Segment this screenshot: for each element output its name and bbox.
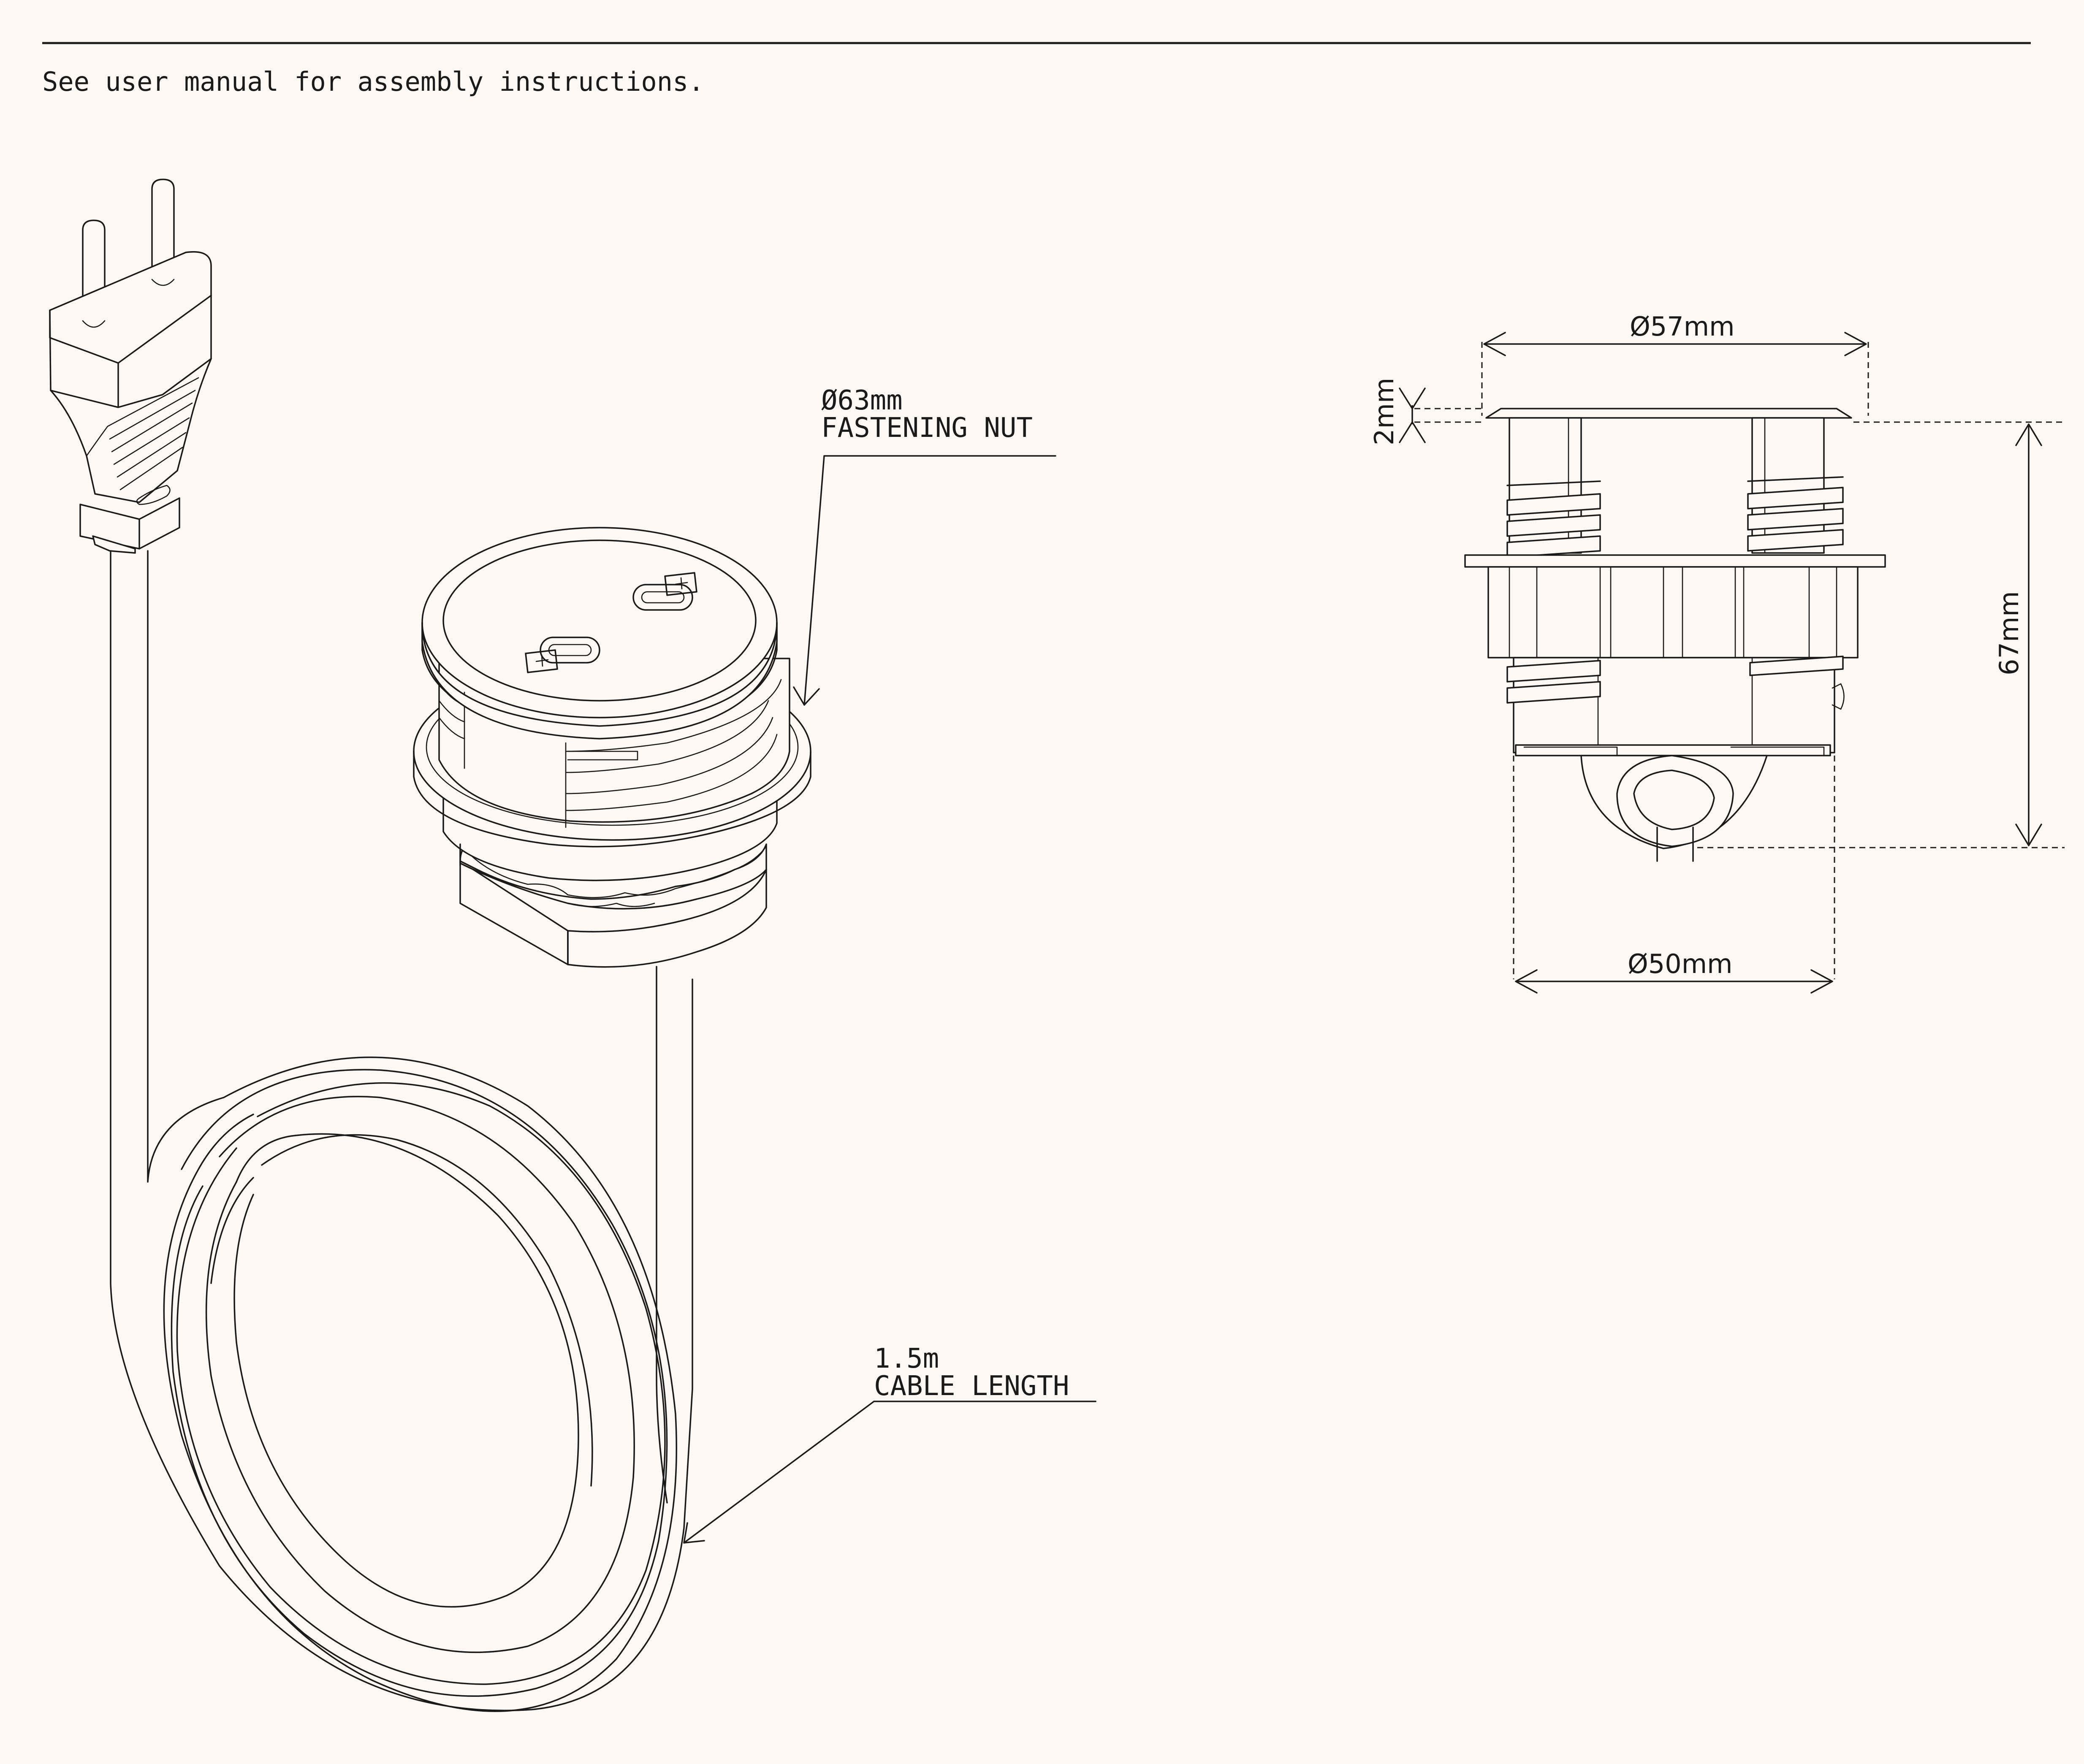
battery-charge-icon [525, 572, 697, 673]
top-diameter-label: Ø57mm [1630, 311, 1734, 342]
cable-length-callout: 1.5m CABLE LENGTH [683, 1343, 1096, 1544]
nut-diameter-label: Ø63mm [821, 385, 903, 416]
grommet-unit-perspective [413, 527, 811, 968]
thread-left [1506, 480, 1601, 558]
grommet-unit-side-view [1464, 408, 1886, 862]
thread-right [1747, 476, 1844, 552]
dimension-bottom-diameter: Ø50mm [1513, 756, 1835, 994]
dimension-top-diameter: Ø57mm [1481, 311, 1869, 416]
dimension-height: 67mm [1697, 421, 2065, 848]
bottom-diameter-label: Ø50mm [1628, 948, 1732, 979]
cable-length-value: 1.5m [874, 1343, 939, 1374]
fastening-nut-callout: Ø63mm FASTENING NUT [793, 385, 1056, 706]
usb-c-port-2 [632, 584, 693, 611]
lip-label: 2mm [1369, 378, 1400, 445]
nut-label: FASTENING NUT [821, 412, 1033, 444]
cable-coil [110, 550, 693, 1712]
dimension-lip: 2mm [1369, 378, 1482, 445]
assembly-note: See user manual for assembly instruction… [42, 66, 704, 97]
height-label: 67mm [1994, 591, 2024, 675]
nut-ribs [1509, 566, 1837, 658]
cable-length-label: CABLE LENGTH [874, 1371, 1069, 1402]
euro-plug-icon [49, 179, 212, 554]
